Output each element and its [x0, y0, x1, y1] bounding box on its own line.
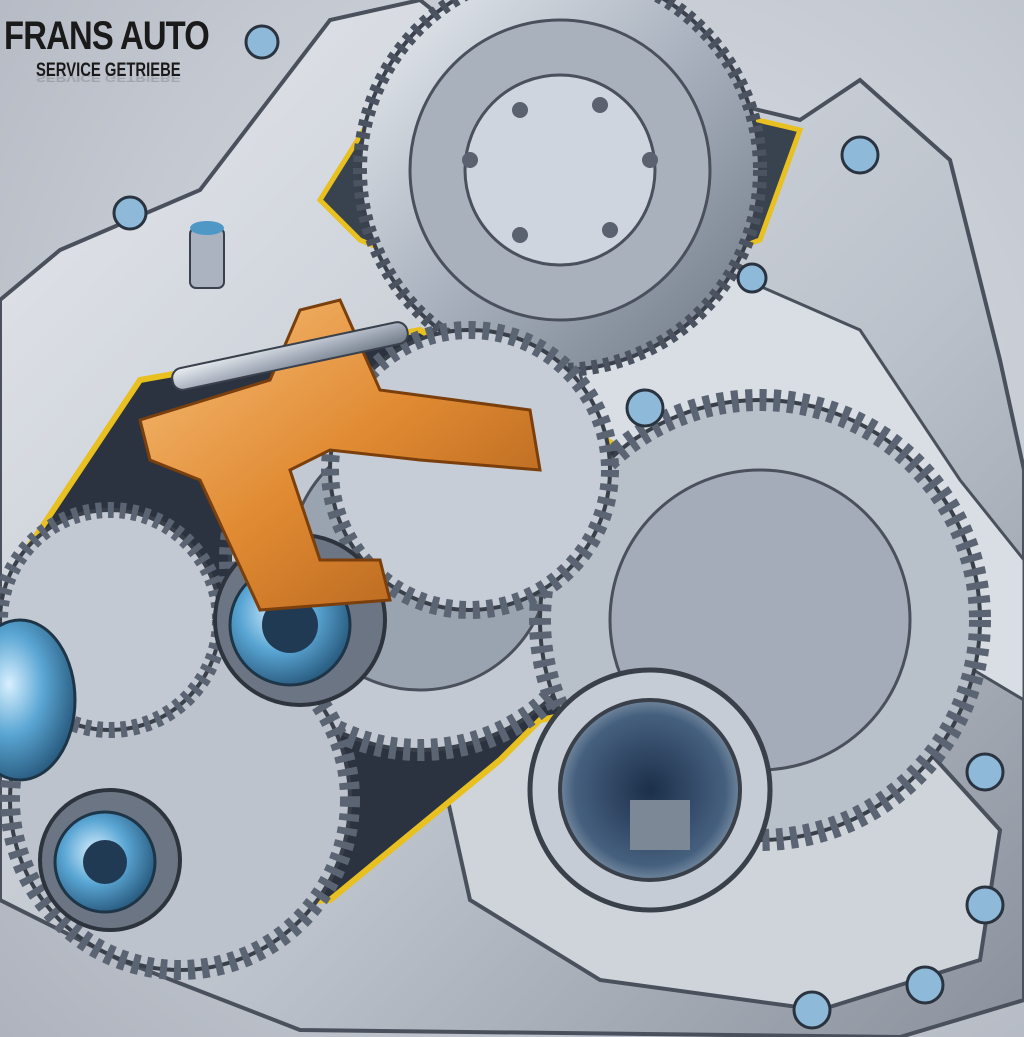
clutch-flywheel	[353, 0, 767, 377]
logo-subtitle-reflection: SERVICE GETRIEBE	[36, 71, 181, 84]
brand-logo: FRANS AUTO SERVICE GETRIEBE SERVICE GETR…	[0, 14, 210, 124]
shift-fork	[138, 298, 542, 612]
bearing-left	[0, 618, 77, 782]
bearing-lower-left	[38, 788, 182, 932]
logo-subtitle: SERVICE GETRIEBE	[36, 60, 181, 81]
housing-bolts	[112, 24, 1005, 1030]
differential-output	[527, 667, 773, 913]
logo-title: FRANS AUTO	[4, 14, 210, 58]
shift-rail	[171, 221, 409, 391]
